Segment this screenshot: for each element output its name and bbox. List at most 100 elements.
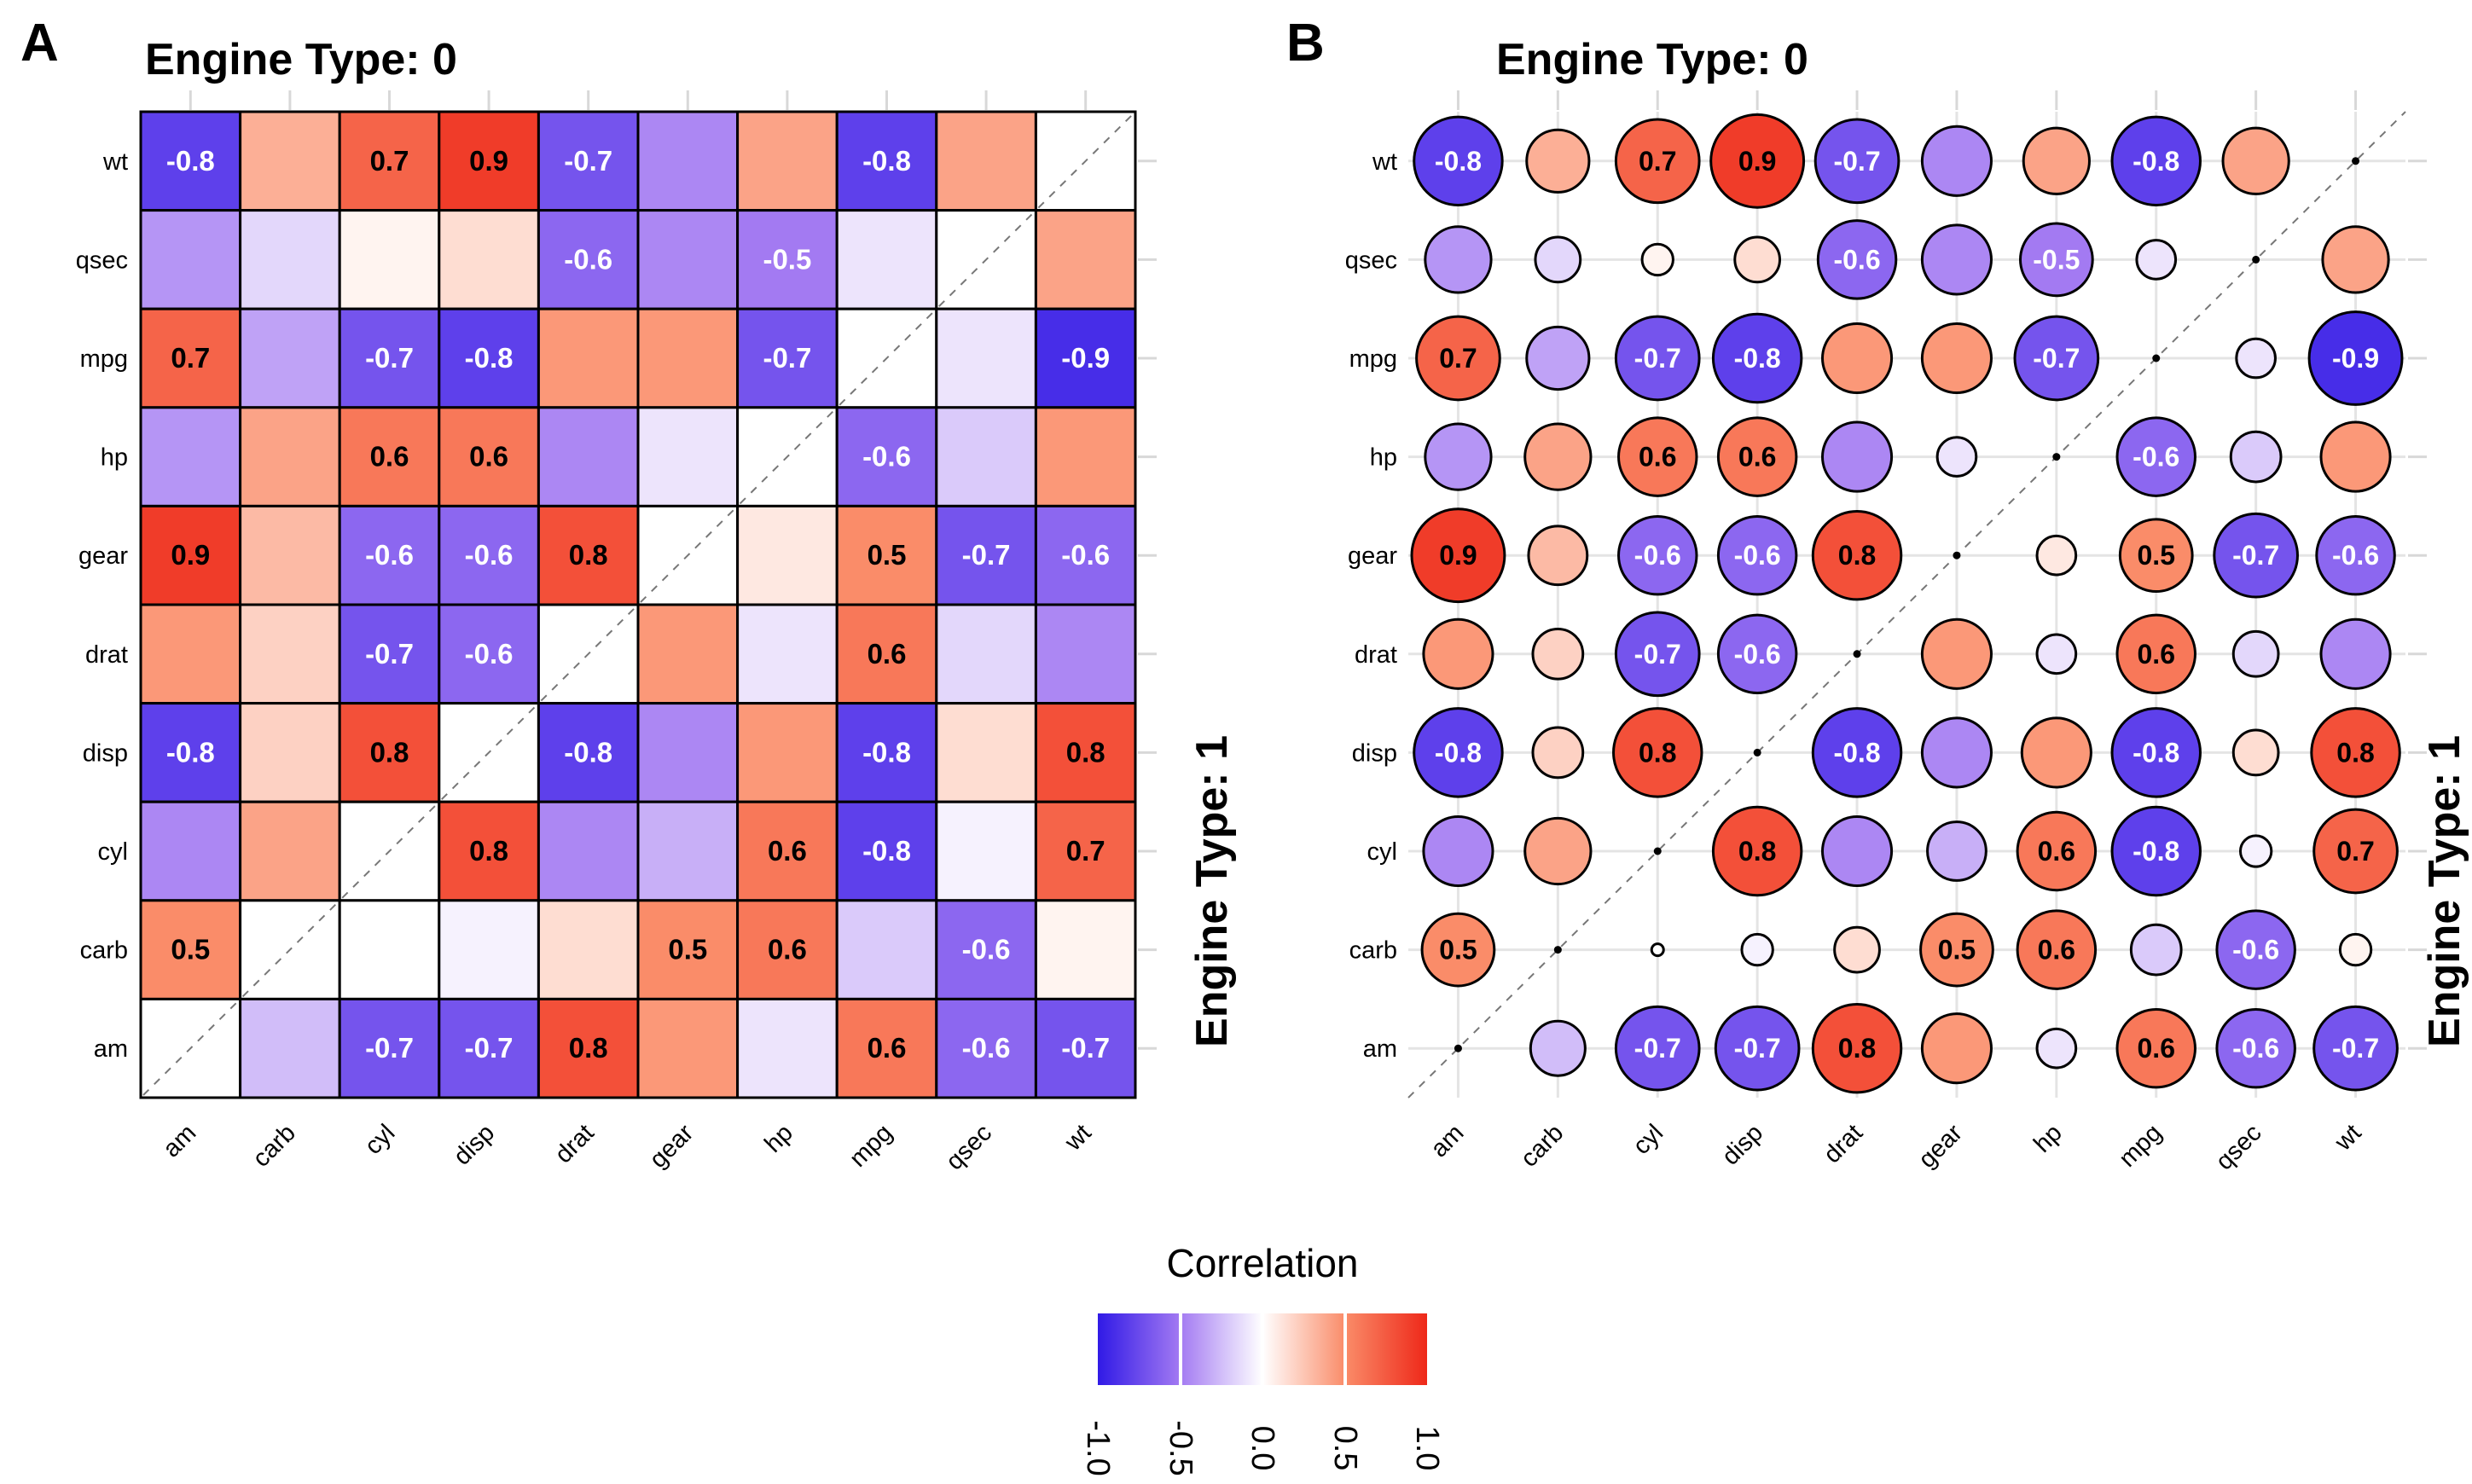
circle-carb-drat bbox=[1833, 925, 1881, 974]
tile-drat-mpg bbox=[835, 603, 938, 705]
circle-drat-qsec bbox=[2231, 629, 2280, 678]
row-label-wt: wt bbox=[102, 148, 128, 176]
circle-value-label: 0.8 bbox=[1639, 737, 1676, 768]
row-label-gear: gear bbox=[1348, 542, 1397, 570]
circle-value-label: -0.8 bbox=[2133, 836, 2179, 867]
diagonal-dot bbox=[1454, 1044, 1462, 1052]
diagonal-dash-segment bbox=[1037, 113, 1134, 209]
col-label-disp: disp bbox=[1717, 1119, 1768, 1170]
legend-tick-mark bbox=[1261, 1313, 1264, 1385]
circle-cyl-wt bbox=[2312, 808, 2399, 895]
tile-carb-mpg bbox=[835, 899, 938, 1000]
tile-value-label: 0.7 bbox=[1066, 835, 1105, 867]
diagonal-dash-segment bbox=[441, 704, 537, 800]
circle-wt-am bbox=[1413, 115, 1504, 207]
circle-value-label: 0.7 bbox=[1639, 146, 1676, 177]
tile-mpg-carb bbox=[239, 307, 341, 409]
tile-cyl-qsec bbox=[935, 800, 1037, 902]
circle-hp-mpg bbox=[2115, 416, 2196, 497]
tile-value-label: -0.6 bbox=[465, 638, 514, 670]
circle-am-cyl bbox=[1614, 1005, 1701, 1092]
circle-carb-gear bbox=[1919, 912, 1994, 988]
circle-wt-hp bbox=[2022, 126, 2091, 195]
tile-value-label: -0.7 bbox=[564, 145, 612, 177]
tile-carb-hp bbox=[736, 899, 839, 1000]
tile-value-label: 0.7 bbox=[171, 342, 210, 374]
diagonal-dash-segment bbox=[241, 902, 338, 998]
tile-value-label: -0.6 bbox=[962, 934, 1011, 965]
col-label-am: am bbox=[1425, 1119, 1469, 1162]
circle-value-label: -0.6 bbox=[2232, 1033, 2279, 1064]
circle-value-label: -0.7 bbox=[1833, 146, 1880, 177]
circle-value-label: 0.6 bbox=[2138, 639, 2175, 670]
circle-mpg-cyl bbox=[1614, 315, 1701, 402]
tile-value-label: 0.8 bbox=[469, 835, 508, 867]
circle-value-label: 0.6 bbox=[2138, 1033, 2175, 1064]
row-label-qsec: qsec bbox=[1345, 246, 1397, 274]
row-label-carb: carb bbox=[1349, 937, 1397, 965]
circle-value-label: 0.8 bbox=[1838, 540, 1876, 571]
tile-drat-wt bbox=[1034, 603, 1137, 705]
col-label-mpg: mpg bbox=[2114, 1119, 2167, 1173]
tile-gear-hp bbox=[736, 504, 839, 606]
col-label-qsec: qsec bbox=[2211, 1119, 2267, 1175]
tile-am-gear bbox=[636, 997, 740, 1099]
circle-cyl-drat bbox=[1821, 814, 1894, 888]
circle-value-label: -0.6 bbox=[1634, 540, 1681, 571]
tile-carb-disp bbox=[438, 899, 540, 1000]
circle-value-label: 0.9 bbox=[1738, 146, 1776, 177]
tile-drat-qsec bbox=[935, 603, 1037, 705]
circle-value-label: -0.7 bbox=[2332, 1033, 2379, 1064]
tile-hp-drat bbox=[537, 406, 640, 507]
circle-carb-hp bbox=[2016, 909, 2098, 990]
circle-value-label: -0.8 bbox=[1734, 343, 1781, 374]
tile-drat-hp bbox=[736, 603, 839, 705]
diagonal-dash-line bbox=[1407, 111, 2406, 1099]
tile-value-label: 0.6 bbox=[469, 441, 508, 472]
circle-hp-wt bbox=[2319, 420, 2392, 493]
circle-qsec-carb bbox=[1534, 235, 1582, 284]
tile-value-label: 0.9 bbox=[469, 145, 508, 177]
row-label-drat: drat bbox=[1355, 641, 1397, 669]
tile-mpg-wt bbox=[1034, 307, 1137, 409]
tile-disp-hp bbox=[736, 702, 839, 803]
circle-cyl-am bbox=[1422, 814, 1494, 888]
diagonal-dash-segment bbox=[341, 803, 438, 899]
circle-cyl-hp bbox=[2016, 810, 2098, 892]
tile-value-label: -0.8 bbox=[564, 736, 612, 768]
tile-cyl-drat bbox=[537, 800, 640, 902]
diagonal-dot bbox=[1953, 551, 1961, 559]
circle-value-label: 0.5 bbox=[2138, 540, 2175, 571]
circle-value-label: -0.8 bbox=[1435, 737, 1482, 768]
circle-am-wt bbox=[2312, 1005, 2399, 1092]
tile-wt-carb bbox=[239, 110, 341, 212]
tile-wt-qsec bbox=[935, 110, 1037, 212]
col-label-cyl: cyl bbox=[360, 1119, 401, 1160]
row-label-drat: drat bbox=[85, 641, 128, 669]
row-label-cyl: cyl bbox=[1367, 838, 1397, 866]
tile-qsec-am bbox=[139, 209, 242, 310]
circle-carb-disp bbox=[1740, 932, 1774, 967]
tile-value-label: -0.5 bbox=[763, 243, 811, 275]
diagonal-dash-segment bbox=[640, 507, 736, 603]
tile-value-label: 0.6 bbox=[868, 638, 907, 670]
tile-hp-qsec bbox=[935, 406, 1037, 507]
circle-value-label: -0.6 bbox=[1833, 244, 1880, 275]
col-label-carb: carb bbox=[247, 1119, 301, 1173]
circle-hp-disp bbox=[1716, 416, 1798, 497]
circle-qsec-drat bbox=[1816, 219, 1898, 300]
tile-am-wt bbox=[1034, 997, 1137, 1099]
circle-qsec-hp bbox=[2018, 222, 2094, 298]
circle-hp-am bbox=[1424, 422, 1493, 491]
tile-value-label: -0.8 bbox=[166, 736, 215, 768]
circle-value-label: 0.7 bbox=[1439, 343, 1477, 374]
circle-disp-hp bbox=[2020, 716, 2092, 789]
col-label-gear: gear bbox=[1913, 1119, 1968, 1174]
circle-cyl-carb bbox=[1523, 816, 1593, 886]
circle-value-label: -0.6 bbox=[2232, 935, 2279, 965]
tile-qsec-mpg bbox=[835, 209, 938, 310]
diagonal-dot bbox=[1553, 946, 1562, 954]
